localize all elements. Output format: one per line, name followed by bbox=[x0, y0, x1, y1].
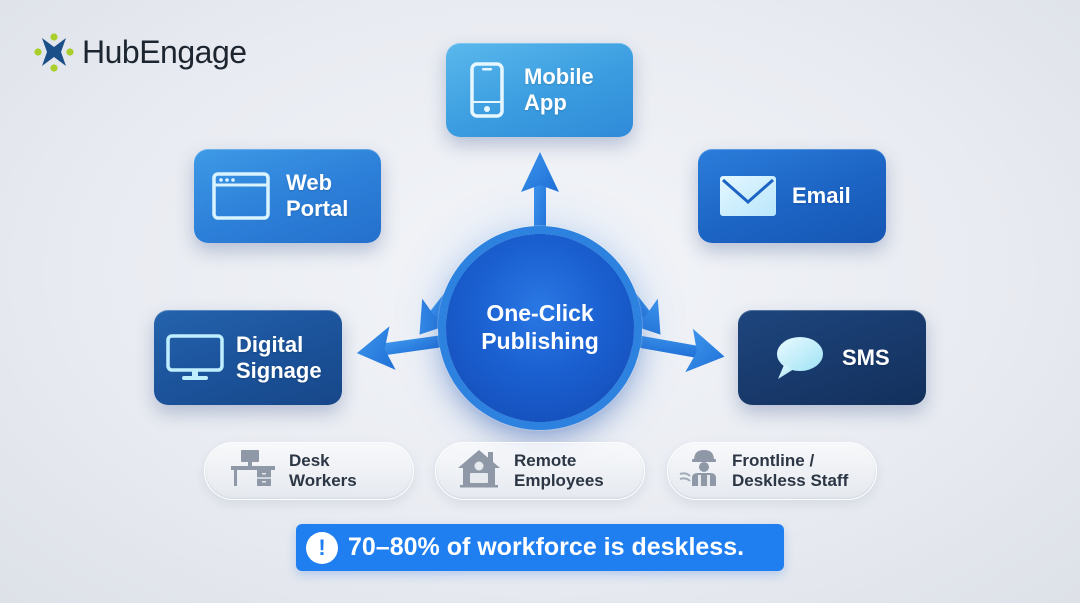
channel-mobile-app[interactable]: Mobile App bbox=[446, 43, 633, 137]
channel-sms[interactable]: SMS bbox=[738, 310, 926, 405]
arrow-to-signage bbox=[356, 326, 457, 370]
brand-name: HubEngage bbox=[82, 33, 247, 70]
one-click-publishing-hub[interactable]: One-Click Publishing bbox=[446, 234, 634, 422]
brand-logo: HubEngage bbox=[34, 32, 247, 72]
audience-label: Desk Workers bbox=[289, 450, 357, 490]
channel-label: Email bbox=[792, 183, 851, 209]
hubengage-logo-icon bbox=[34, 32, 74, 72]
arrow-to-mobile bbox=[521, 152, 559, 242]
channel-label: Digital Signage bbox=[236, 331, 322, 383]
deskless-stat-banner: ! 70–80% of workforce is deskless. bbox=[296, 524, 784, 571]
channel-label: SMS bbox=[842, 344, 890, 370]
audience-label: Remote Employees bbox=[514, 450, 604, 490]
audience-label: Frontline / Deskless Staff bbox=[732, 450, 849, 490]
desk-icon bbox=[229, 448, 277, 493]
channel-email[interactable]: Email bbox=[698, 149, 886, 243]
channel-label: Mobile App bbox=[524, 64, 594, 115]
audience-frontline-staff: Frontline / Deskless Staff bbox=[667, 442, 877, 500]
browser-window-icon bbox=[212, 172, 270, 220]
monitor-icon bbox=[166, 333, 224, 382]
audience-remote-employees: Remote Employees bbox=[435, 442, 645, 500]
home-laptop-icon bbox=[456, 448, 502, 493]
smartphone-icon bbox=[470, 62, 504, 118]
channel-label: Web Portal bbox=[286, 170, 349, 221]
banner-text: 70–80% of workforce is deskless. bbox=[348, 533, 745, 561]
arrow-to-sms bbox=[623, 328, 725, 373]
exclamation-icon: ! bbox=[306, 531, 338, 564]
chat-bubble-icon bbox=[774, 335, 824, 381]
channel-digital-signage[interactable]: Digital Signage bbox=[154, 310, 342, 405]
envelope-icon bbox=[720, 176, 776, 216]
channel-web-portal[interactable]: Web Portal bbox=[194, 149, 381, 243]
hard-hat-worker-icon bbox=[678, 448, 724, 493]
audience-desk-workers: Desk Workers bbox=[204, 442, 414, 500]
